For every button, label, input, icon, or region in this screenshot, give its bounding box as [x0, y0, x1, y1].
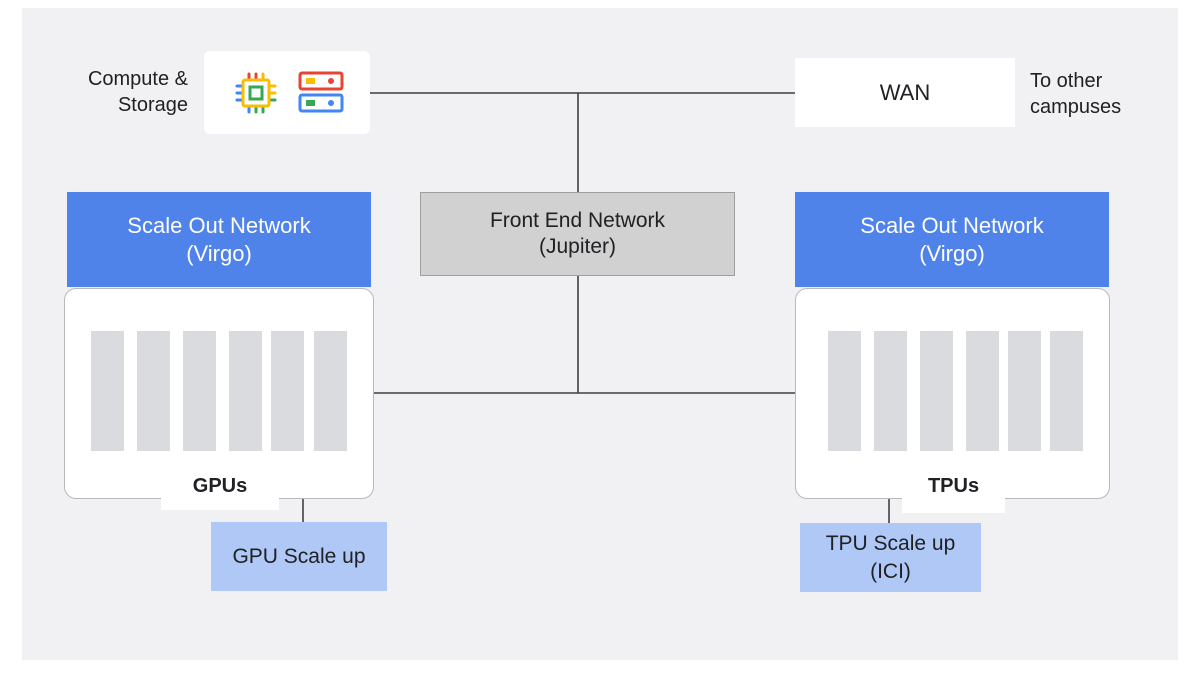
tpu-unit [1050, 331, 1083, 451]
front-end-network-subtitle: (Jupiter) [538, 235, 617, 258]
scale-out-network-right-title: Scale Out Network [860, 212, 1044, 238]
gpu-unit [137, 331, 170, 451]
scale-out-network-right-subtitle: (Virgo) [919, 240, 985, 266]
tpu-scale-up-sublabel: (ICI) [870, 559, 911, 583]
tpu-unit [874, 331, 907, 451]
wan-label: WAN [879, 79, 931, 105]
tpus-label: TPUs [902, 460, 1005, 513]
gpu-unit [271, 331, 304, 451]
gpu-scale-up-box: GPU Scale up [211, 522, 387, 591]
tpu-scale-up-box: TPU Scale up (ICI) [800, 523, 981, 592]
scale-out-network-right: Scale Out Network (Virgo) [795, 192, 1109, 287]
compute-storage-label: Compute & Storage [87, 68, 188, 116]
gpu-unit [183, 331, 216, 451]
wan-box: WAN [795, 58, 1015, 127]
wan-note: To other campuses [1030, 70, 1122, 118]
gpu-unit [314, 331, 347, 451]
tpu-unit [828, 331, 861, 451]
tpu-unit [920, 331, 953, 451]
gpu-scale-up-label: GPU Scale up [232, 544, 366, 568]
scale-out-network-left: Scale Out Network (Virgo) [67, 192, 371, 287]
scale-out-network-left-subtitle: (Virgo) [186, 240, 252, 266]
gpu-rack [64, 288, 374, 499]
gpu-unit [229, 331, 262, 451]
gpus-label: GPUs [161, 462, 279, 510]
front-end-network-title: Front End Network [489, 209, 666, 232]
scale-out-network-left-title: Scale Out Network [127, 212, 311, 238]
tpu-scale-up-label: TPU Scale up [825, 531, 956, 555]
gpus-label-text: GPUs [192, 474, 248, 497]
tpus-label-text: TPUs [927, 475, 980, 497]
storage-server-icon [298, 71, 344, 113]
tpu-unit [966, 331, 999, 451]
compute-storage-box [204, 51, 370, 134]
tpu-unit [1008, 331, 1041, 451]
gpu-unit [91, 331, 124, 451]
cpu-chip-icon [235, 72, 277, 114]
front-end-network-box: Front End Network (Jupiter) [420, 192, 735, 276]
